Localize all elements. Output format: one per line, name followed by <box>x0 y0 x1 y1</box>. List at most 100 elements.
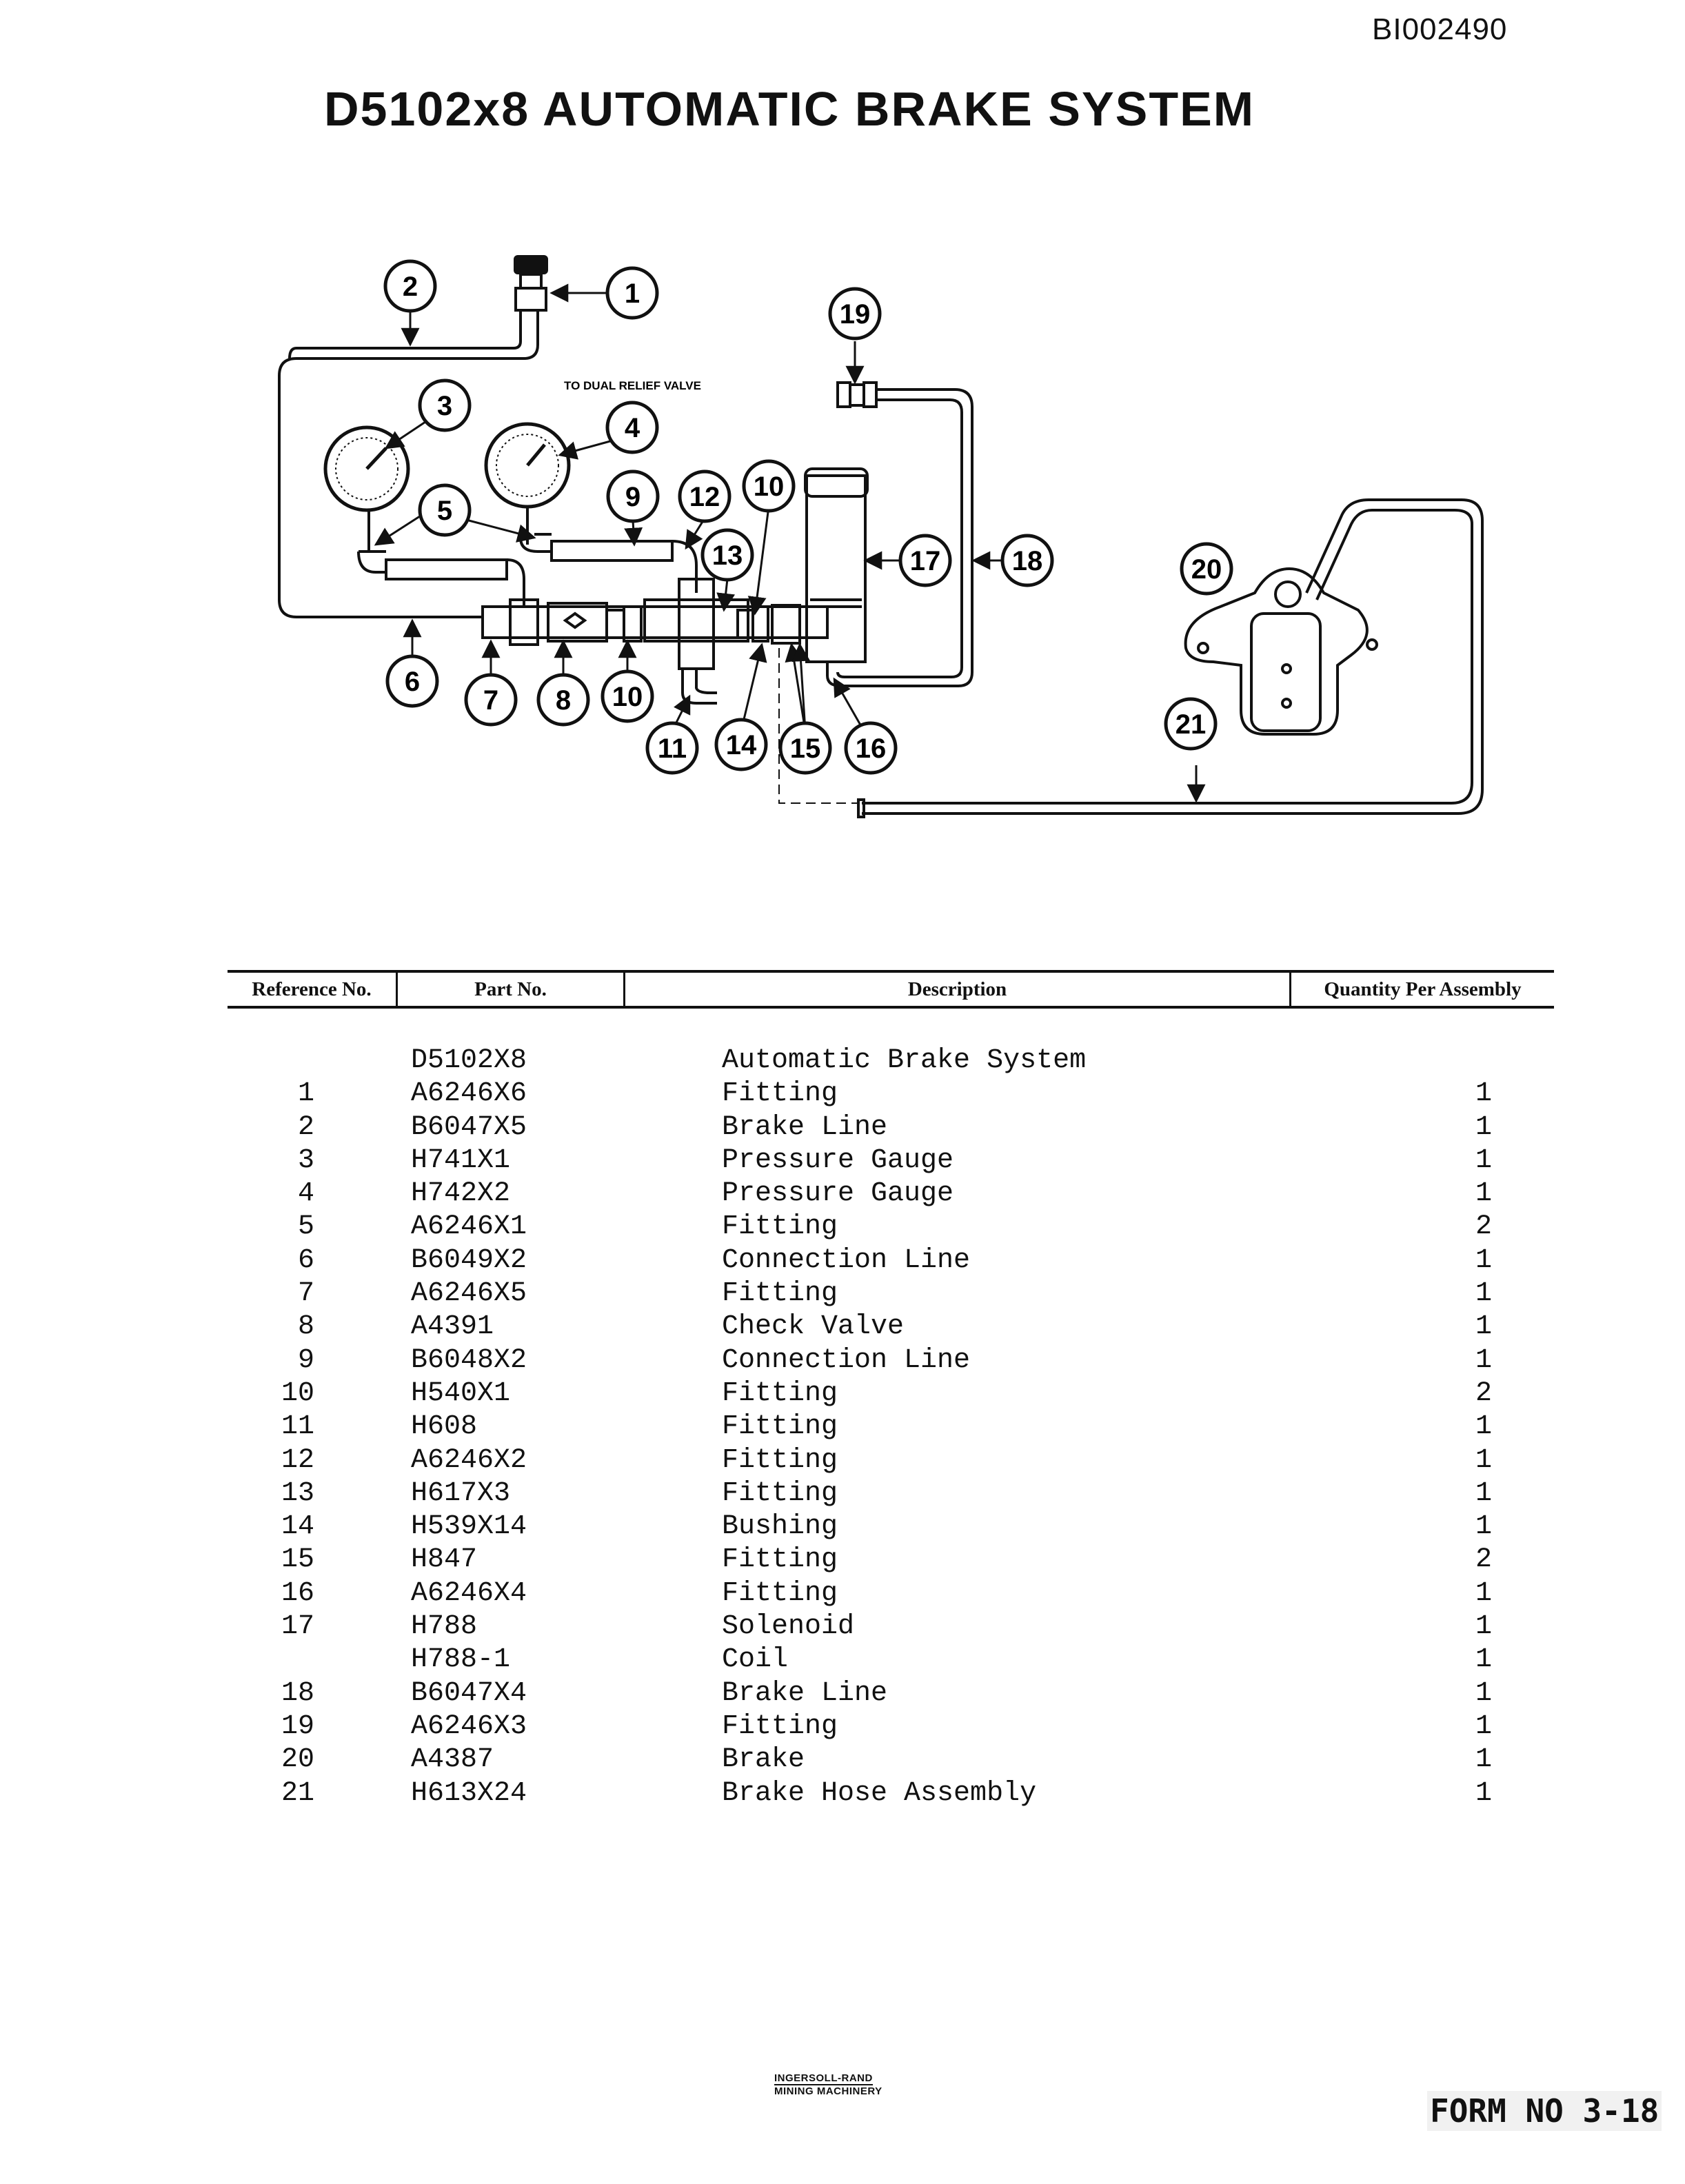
svg-text:9: 9 <box>625 482 640 512</box>
cell-quantity: 1 <box>1475 1611 1493 1643</box>
cell-part-no: H742X2 <box>411 1178 511 1210</box>
cell-reference-no: 20 <box>281 1744 314 1776</box>
callout-16 <box>844 721 898 775</box>
callout-17 <box>898 534 952 587</box>
callout-11 <box>645 721 699 775</box>
cell-description: Fitting <box>722 1577 838 1609</box>
callout-15 <box>778 721 832 775</box>
callout-labels: 1 2 3 4 5 6 7 8 9 10 10 11 12 13 14 15 1… <box>403 272 1222 764</box>
cell-quantity: 1 <box>1475 1311 1493 1343</box>
svg-text:1: 1 <box>625 279 640 309</box>
cell-description: Fitting <box>722 1477 838 1509</box>
svg-text:17: 17 <box>910 546 941 576</box>
cell-description: Connection Line <box>722 1344 971 1376</box>
cell-quantity: 2 <box>1475 1544 1493 1576</box>
svg-text:18: 18 <box>1012 546 1043 576</box>
cell-quantity: 1 <box>1475 1144 1493 1176</box>
cell-part-no: A4391 <box>411 1311 494 1343</box>
callout-9 <box>606 469 660 523</box>
fitting-1-knob <box>514 255 548 312</box>
svg-text:8: 8 <box>556 685 571 716</box>
callout-circles <box>383 259 1233 775</box>
callout-12 <box>678 469 731 523</box>
callout-10b <box>601 669 654 723</box>
cell-part-no: H788 <box>411 1611 478 1643</box>
cell-part-no: B6049X2 <box>411 1244 527 1276</box>
callout-19 <box>828 287 882 341</box>
svg-text:21: 21 <box>1176 709 1207 740</box>
cell-description: Fitting <box>722 1411 838 1443</box>
cell-part-no: B6047X4 <box>411 1677 527 1709</box>
callout-1 <box>605 266 659 320</box>
cell-description: Fitting <box>722 1710 838 1742</box>
callout-leaders <box>374 283 1206 803</box>
svg-text:6: 6 <box>405 667 420 697</box>
cell-part-no: H741X1 <box>411 1144 511 1176</box>
cell-part-no: H613X24 <box>411 1777 527 1809</box>
pressure-gauge-4 <box>484 422 571 509</box>
cell-description: Coil <box>722 1644 789 1676</box>
cell-quantity: 1 <box>1475 1344 1493 1376</box>
cell-part-no: B6047X5 <box>411 1111 527 1143</box>
page-title: D5102x8 AUTOMATIC BRAKE SYSTEM <box>324 82 1255 136</box>
callout-3 <box>418 378 472 432</box>
cell-description: Brake Line <box>722 1677 888 1709</box>
cell-reference-no: 7 <box>297 1278 314 1310</box>
cell-part-no: H847 <box>411 1544 478 1576</box>
svg-text:4: 4 <box>625 413 640 443</box>
cell-description: Fitting <box>722 1544 838 1576</box>
cell-description: Brake Hose Assembly <box>722 1777 1037 1809</box>
cell-reference-no: 4 <box>297 1178 314 1210</box>
cell-description: Bushing <box>722 1511 838 1543</box>
cell-reference-no: 13 <box>281 1477 314 1509</box>
cell-part-no: A6246X6 <box>411 1078 527 1110</box>
cell-part-no: D5102X8 <box>411 1045 527 1076</box>
cell-reference-no: 2 <box>297 1111 314 1143</box>
header-part-no: Part No. <box>396 973 623 1006</box>
svg-text:13: 13 <box>712 540 743 571</box>
parts-table-header: Reference No. Part No. Description Quant… <box>228 970 1554 1009</box>
header-reference-no: Reference No. <box>252 978 372 1000</box>
cell-description: Fitting <box>722 1078 838 1110</box>
note-dual-relief-valve: TO DUAL RELIEF VALVE <box>564 379 701 392</box>
svg-text:10: 10 <box>612 682 643 712</box>
cell-quantity: 1 <box>1475 1577 1493 1609</box>
cell-quantity: 2 <box>1475 1211 1493 1243</box>
cell-description: Fitting <box>722 1444 838 1476</box>
cell-quantity: 1 <box>1475 1644 1493 1676</box>
document-id: BI002490 <box>1372 12 1508 46</box>
callout-8 <box>536 673 590 727</box>
cell-reference-no: 10 <box>281 1377 314 1409</box>
cell-description: Brake Line <box>722 1111 888 1143</box>
cell-description: Pressure Gauge <box>722 1178 954 1210</box>
svg-text:14: 14 <box>726 730 757 760</box>
cell-reference-no: 1 <box>297 1078 314 1110</box>
cell-description: Connection Line <box>722 1244 971 1276</box>
cell-part-no: H540X1 <box>411 1377 511 1409</box>
callout-2 <box>383 259 437 313</box>
cell-part-no: A6246X1 <box>411 1211 527 1243</box>
form-number: FORM NO 3-18 <box>1427 2091 1662 2131</box>
callout-21 <box>1164 697 1218 751</box>
cell-description: Fitting <box>722 1211 838 1243</box>
cell-quantity: 1 <box>1475 1111 1493 1143</box>
callout-20 <box>1180 542 1233 596</box>
cell-reference-no: 11 <box>281 1411 314 1443</box>
company-name: INGERSOLL-RAND <box>774 2072 873 2085</box>
svg-text:16: 16 <box>856 734 887 764</box>
